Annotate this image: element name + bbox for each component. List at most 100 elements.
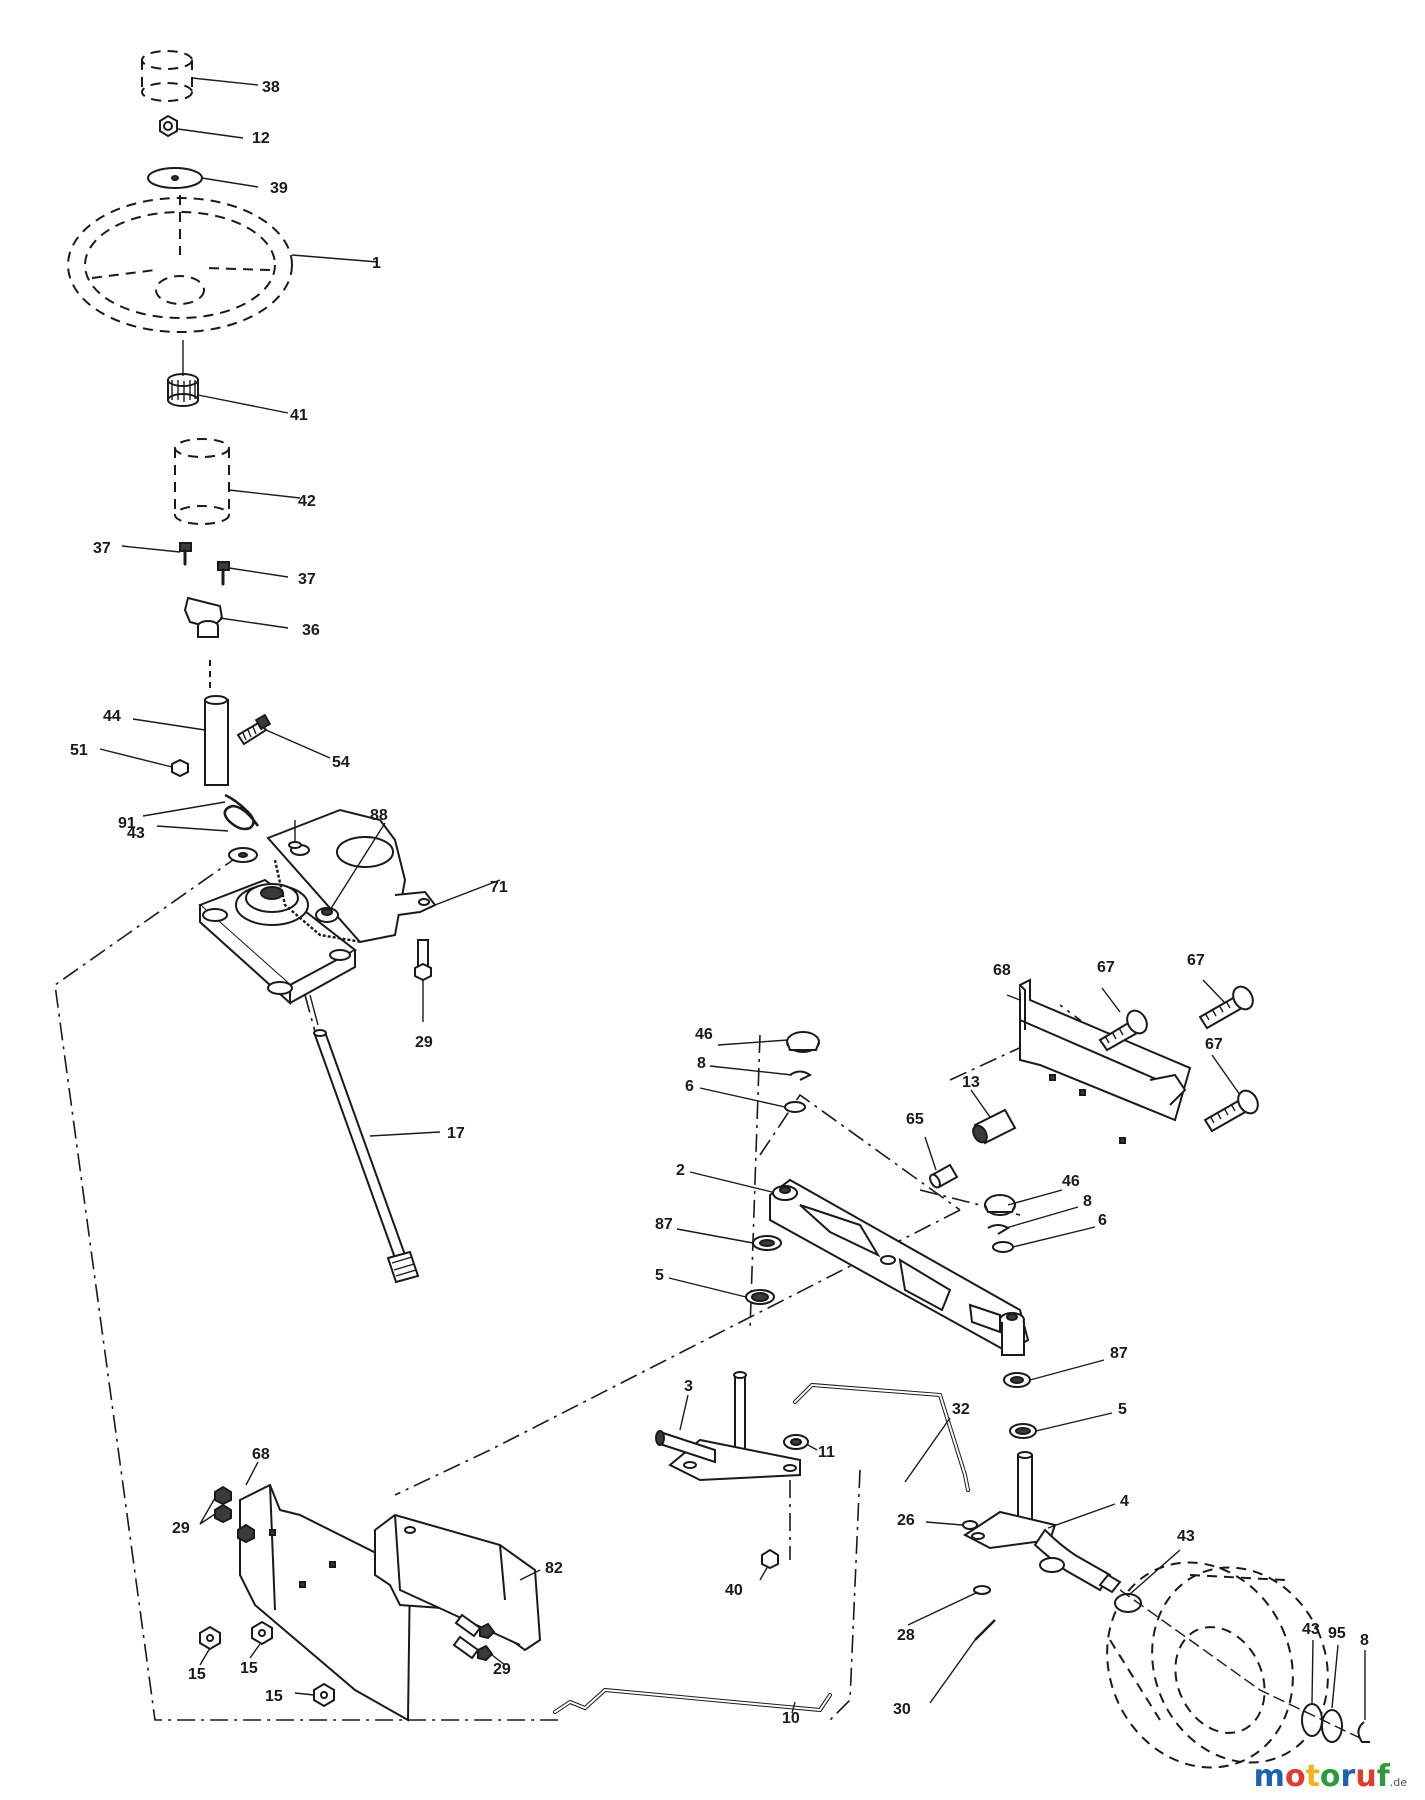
callout-37-right: 37: [298, 571, 316, 588]
tire: [1106, 1561, 1329, 1769]
cap-46-left: [786, 1031, 820, 1053]
bolt-67-b: [1198, 985, 1254, 1030]
callout-5-left: 5: [655, 1267, 664, 1284]
steering-wheel-1: [67, 195, 293, 333]
cotter-30: [974, 1619, 996, 1641]
callout-8-left: 8: [697, 1055, 706, 1072]
hairpin-91: [223, 793, 260, 831]
cap-38: [141, 50, 193, 102]
bracket-68-lower: [239, 1483, 412, 1722]
callout-29-lower-left: 29: [172, 1520, 190, 1537]
clip-8-wheel: [1357, 1721, 1370, 1743]
callout-43-wheel: 43: [1302, 1621, 1320, 1638]
bracket-82: [374, 1513, 542, 1652]
callout-4: 4: [1120, 1493, 1129, 1510]
adapter-41: [167, 340, 199, 407]
wheel-axle-line: [1119, 1589, 1361, 1739]
bolt-54: [236, 713, 272, 746]
callout-46-left: 46: [695, 1026, 713, 1043]
callout-6-right: 6: [1098, 1212, 1107, 1229]
logo-suffix: .de: [1389, 1776, 1407, 1789]
callout-95: 95: [1328, 1625, 1346, 1642]
tie-rod-10: [553, 1687, 832, 1714]
callout-43-upper: 43: [127, 825, 145, 842]
bolt-29-d: [454, 1613, 496, 1640]
bushing-5-left: [745, 1289, 775, 1305]
callout-8-wheel: 8: [1360, 1632, 1369, 1649]
callout-71: 71: [490, 879, 508, 896]
nut-15-b: [251, 1620, 273, 1646]
callout-68-lower: 68: [252, 1446, 270, 1463]
sleeve-42: [174, 438, 230, 525]
spacer-13: [972, 1108, 1017, 1145]
callout-40: 40: [725, 1582, 743, 1599]
callout-10: 10: [782, 1710, 800, 1727]
callout-65: 65: [906, 1111, 924, 1128]
pin-65: [929, 1163, 959, 1189]
nut-11: [783, 1434, 809, 1450]
front-axle-2: [769, 1178, 1030, 1356]
washer-43-upper: [228, 847, 258, 863]
callout-67-b: 67: [1187, 952, 1205, 969]
callout-87-left: 87: [655, 1216, 673, 1233]
callout-26: 26: [897, 1512, 915, 1529]
callout-3: 3: [684, 1378, 693, 1395]
callout-38: 38: [262, 79, 280, 96]
washer-87-left: [752, 1235, 782, 1251]
nut-51: [171, 758, 189, 778]
bolt-29-a: [214, 1485, 232, 1506]
washer-6-left: [784, 1101, 806, 1113]
logo-text: motoruf: [1253, 1759, 1390, 1794]
callout-12: 12: [252, 130, 270, 147]
leader-lines: [99, 77, 1366, 1720]
cap-46-right: [984, 1194, 1016, 1216]
bolt-29-e: [452, 1635, 494, 1662]
washer-87-right: [1003, 1372, 1031, 1388]
bolt-67-a: [1098, 1009, 1148, 1052]
ring-8-left: [789, 1070, 812, 1081]
callout-15-b: 15: [240, 1660, 258, 1677]
callout-11: 11: [818, 1444, 835, 1461]
bearing-flange-36: [183, 596, 224, 638]
steering-shaft-44: [204, 660, 229, 786]
callout-15-c: 15: [265, 1688, 283, 1705]
pivot-bar-68-top: [1019, 978, 1192, 1144]
bolt-67-c: [1203, 1089, 1259, 1133]
callout-91: 91: [118, 815, 136, 832]
callout-87-right: 87: [1110, 1345, 1128, 1362]
stud-post: [288, 820, 302, 849]
callout-67-a: 67: [1097, 959, 1115, 976]
callout-30: 30: [893, 1701, 911, 1718]
nut-15-c: [313, 1682, 335, 1708]
callout-2: 2: [676, 1162, 685, 1179]
callout-36: 36: [302, 622, 320, 639]
callout-41: 41: [290, 407, 308, 424]
spindle-3: [655, 1371, 801, 1482]
callout-29-gear: 29: [415, 1034, 433, 1051]
callouts: 38 12 39 1 41 42 37 37 36 44 54 51 91 88…: [70, 79, 1369, 1727]
callout-54: 54: [332, 754, 350, 771]
washer-6-right: [992, 1241, 1014, 1253]
washer-26: [962, 1520, 978, 1530]
motoruf-logo: motoruf.de: [1254, 1759, 1407, 1794]
washer-39: [147, 167, 203, 189]
callout-42: 42: [298, 493, 316, 510]
callout-51: 51: [70, 742, 88, 759]
callout-82: 82: [545, 1560, 563, 1577]
callout-29-lower-right: 29: [493, 1661, 511, 1678]
callout-44: 44: [103, 708, 121, 725]
ring-8-right: [987, 1224, 1010, 1235]
nut-40: [761, 1548, 779, 1570]
callout-32: 32: [952, 1401, 970, 1418]
callout-28: 28: [897, 1627, 915, 1644]
washer-43-wheel-outer: [1301, 1703, 1323, 1737]
callout-13: 13: [962, 1074, 980, 1091]
callout-67-c: 67: [1205, 1036, 1223, 1053]
spindle-4: [963, 1451, 1122, 1594]
callout-5-right: 5: [1118, 1401, 1127, 1418]
bolt-37-left: [179, 542, 192, 566]
bolt-29-c: [237, 1523, 255, 1544]
callout-68-top: 68: [993, 962, 1011, 979]
bolt-29-gear: [414, 939, 432, 982]
